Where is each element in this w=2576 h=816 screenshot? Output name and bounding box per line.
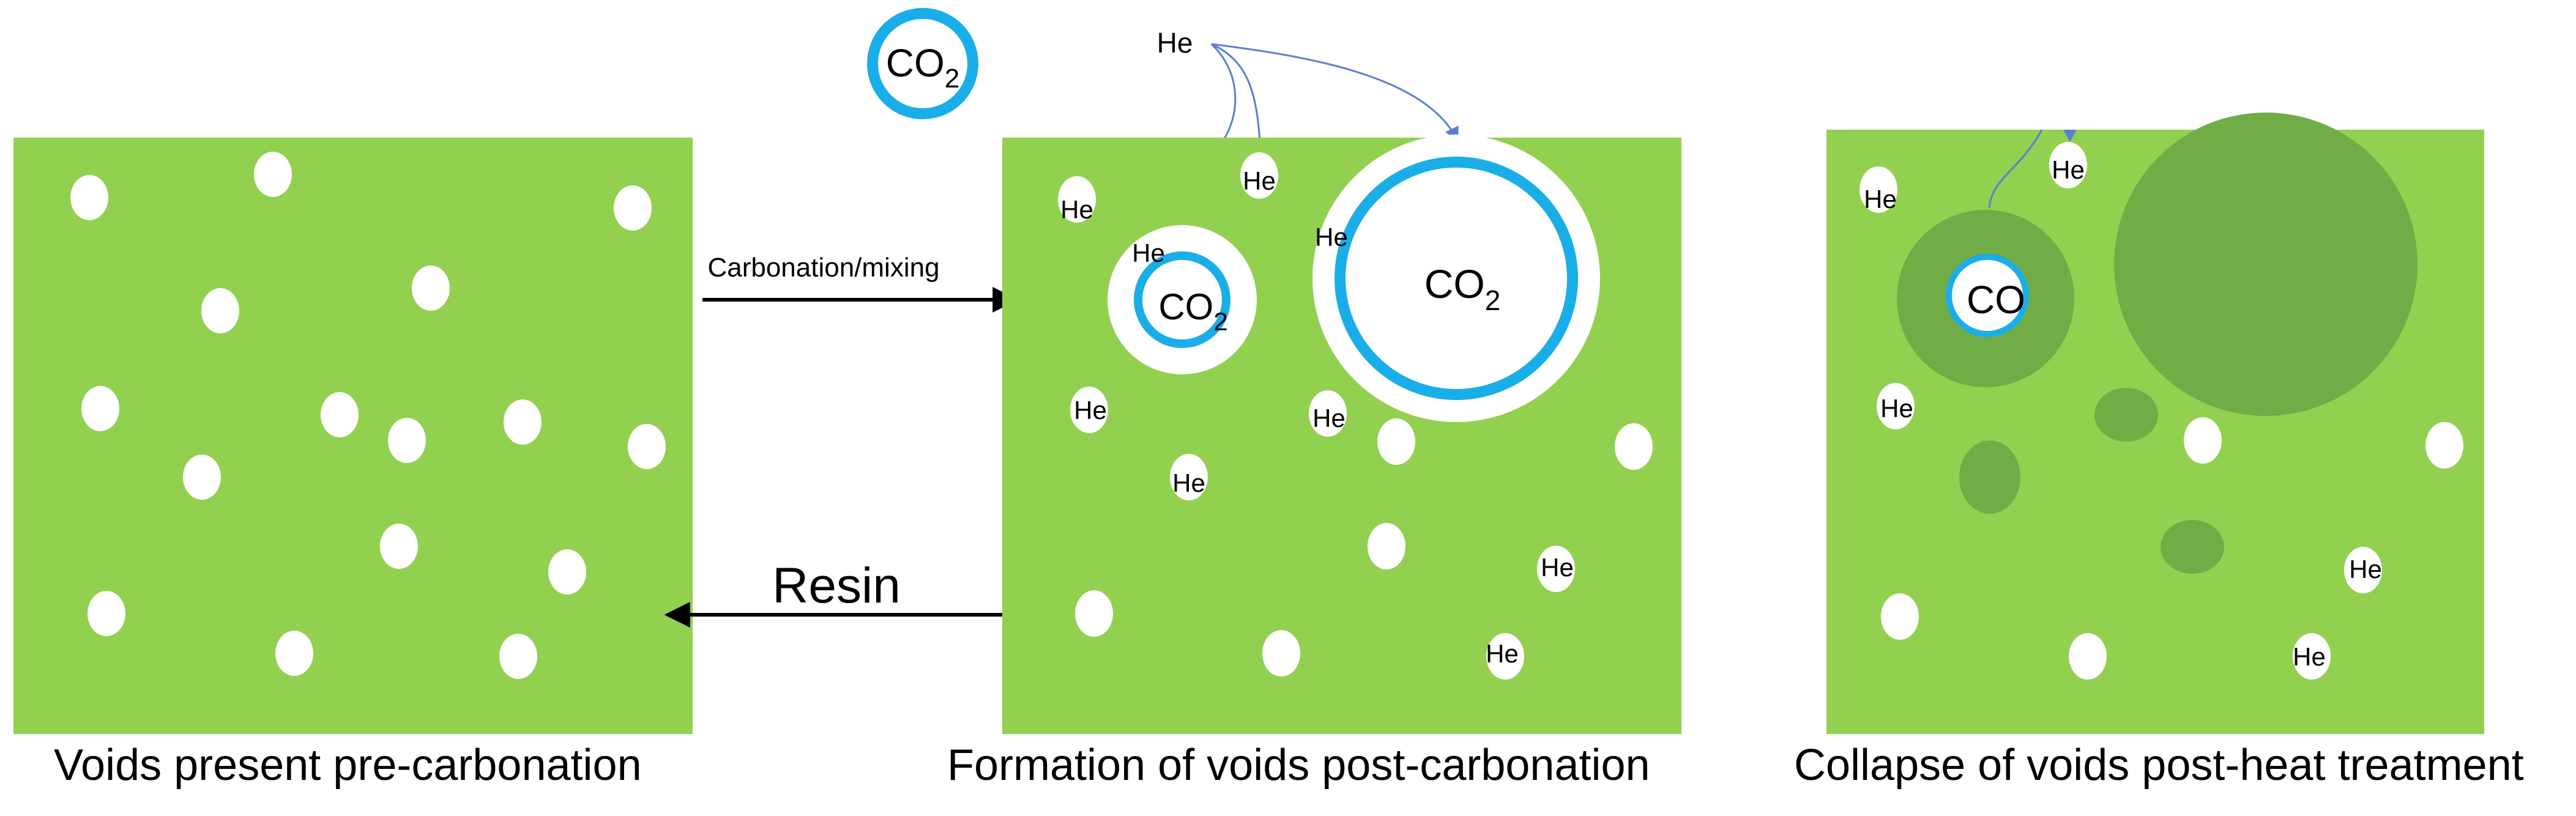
void (548, 549, 586, 595)
resin-arrow-group: Resin (664, 558, 1031, 628)
void (1377, 418, 1415, 465)
void (275, 631, 313, 676)
void (628, 424, 666, 469)
caption-post-carbonation: Formation of voids post-carbonation (947, 741, 1650, 790)
collapsed-void (1959, 440, 2020, 514)
void (412, 265, 450, 311)
he-void (1537, 546, 1575, 592)
voids-panel-1 (70, 152, 666, 679)
void (87, 591, 125, 636)
void (321, 392, 359, 437)
he-void (2049, 142, 2087, 188)
he-label: He (2349, 555, 2382, 584)
carbonation-arrow-group: Carbonation/mixing (702, 253, 1019, 313)
he-label: He (1243, 166, 1276, 195)
panel-pre-carbonation (13, 138, 693, 734)
void (1368, 523, 1405, 569)
co-bubble: CO (1946, 254, 2029, 337)
he-path-line (1988, 129, 2043, 209)
he-label: He (2293, 642, 2326, 671)
he-voids-panel-3: He He He He He (1859, 142, 2382, 680)
caption-pre-carbonation: Voids present pre-carbonation (54, 741, 642, 790)
collapsed-large-void (2114, 113, 2418, 416)
void (499, 634, 537, 679)
co2-legend-label: CO2 (886, 41, 959, 94)
panel-post-heat-treatment: CO He He He He He (1826, 113, 2484, 734)
void (504, 399, 542, 445)
he-label: He (1541, 553, 1574, 582)
carbonation-label: Carbonation/mixing (707, 253, 939, 283)
large-co2-void: CO2 He (1312, 135, 1600, 422)
small-co2-ring (1134, 251, 1230, 348)
he-void (1170, 454, 1208, 500)
void (614, 185, 652, 231)
collapsed-void (2094, 388, 2158, 442)
void (388, 418, 426, 463)
he-void (1240, 152, 1278, 199)
he-void (1309, 390, 1347, 437)
co2-legend-ring (867, 8, 978, 119)
he-void (1058, 176, 1096, 223)
void (1075, 590, 1113, 637)
void (1615, 423, 1653, 470)
he-void (1486, 633, 1524, 680)
co-ring (1946, 254, 2029, 337)
he-label: He (1486, 639, 1519, 668)
void (2069, 633, 2107, 680)
void (81, 386, 119, 431)
co-label: CO (1967, 278, 2025, 322)
panel-post-carbonation: CO2 He CO2 He He He He He He He He (1002, 135, 1681, 734)
he-label: He (1060, 195, 1093, 224)
he-arrow-to-large-co2 (1211, 43, 1459, 143)
he-label: He (1880, 394, 1913, 423)
he-label: He (2052, 155, 2085, 184)
he-label: He (1315, 223, 1348, 251)
he-voids-panel-2: He He He He He He He (1058, 152, 1575, 680)
co2-legend: CO2 (867, 8, 978, 119)
he-label: He (1312, 404, 1346, 432)
voids-panel-2 (1075, 418, 1653, 677)
he-label: He (1172, 469, 1205, 497)
small-co2-void: CO2 He (1107, 225, 1257, 374)
void (1881, 593, 1919, 640)
void (1262, 630, 1300, 677)
he-arrow-to-void (1211, 43, 1267, 154)
void (2425, 422, 2463, 469)
resin-block-1 (13, 138, 693, 734)
void (201, 288, 239, 333)
voids-panel-3 (1881, 417, 2463, 680)
collapsed-void (2161, 520, 2224, 574)
large-co2-ring (1335, 157, 1578, 400)
void (380, 524, 418, 569)
large-co2-label: CO2 (1424, 261, 1501, 316)
he-void (1877, 383, 1915, 429)
small-co2-label: CO2 (1158, 286, 1227, 336)
void (254, 152, 292, 197)
he-void (1070, 387, 1108, 433)
he-void (2293, 633, 2331, 680)
he-arrow-tip (2063, 130, 2077, 142)
he-label: He (1864, 185, 1897, 213)
void (70, 175, 108, 220)
resin-label: Resin (772, 558, 901, 614)
he-void (1859, 166, 1897, 213)
he-label: He (1074, 396, 1107, 425)
caption-post-heat-treatment: Collapse of voids post-heat treatment (1794, 741, 2524, 790)
he-label: He (1132, 239, 1165, 267)
he-void (2344, 547, 2382, 593)
void (2184, 417, 2222, 464)
void (183, 454, 221, 500)
he-source-label: He (1157, 27, 1193, 59)
